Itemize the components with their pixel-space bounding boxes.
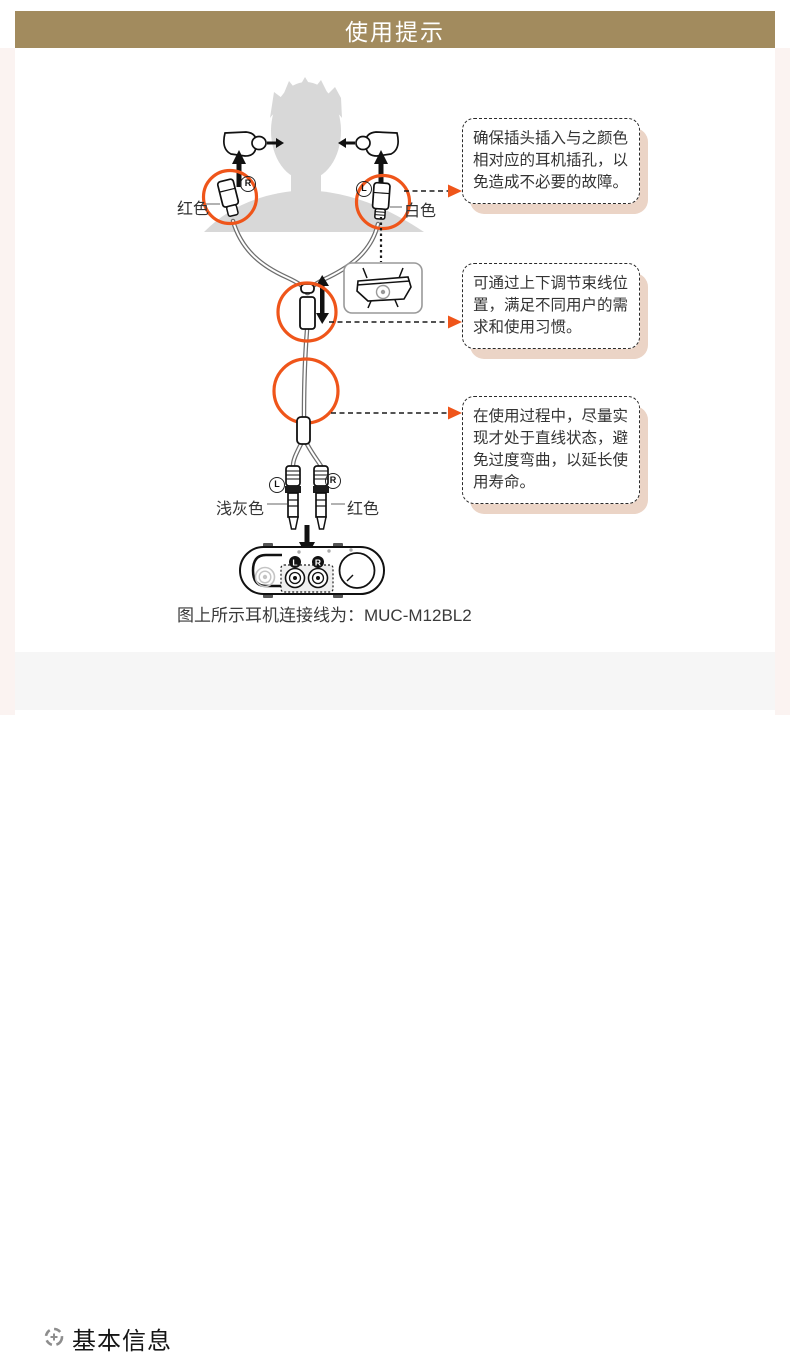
usage-tips-banner-title: 使用提示: [345, 18, 445, 45]
callout-text: 可通过上下调节束线位 置，满足不同用户的需 求和使用习惯。: [462, 263, 640, 349]
callout2-arrow: [329, 315, 462, 329]
label-lightgray-bottom: 浅灰色: [216, 501, 265, 518]
slider-updown-arrow: [316, 275, 329, 324]
cable-slider: [299, 283, 316, 330]
bottom-left-plug-gray: [285, 465, 301, 530]
user-head-silhouette: [204, 77, 424, 232]
channel-l-top: L: [356, 181, 372, 197]
cable-y-section: [230, 218, 381, 469]
callout1-arrow: [404, 184, 462, 198]
callout-plug-color-note: 确保插头插入与之颜色 相对应的耳机插孔，以 免造成不必要的故障。: [462, 118, 648, 214]
device-jack-right-label: R: [315, 558, 321, 568]
left-up-arrow: [232, 150, 246, 187]
channel-r-top: R: [240, 176, 256, 192]
device-jack-left-badge: [289, 556, 301, 568]
headphone-cable-diagram: L R: [201, 77, 462, 598]
highlight-circle-slider: [276, 281, 338, 343]
highlight-circle-right-plug: [354, 173, 412, 231]
diagram-caption: 图上所示耳机连接线为：MUC-M12BL2: [177, 606, 472, 625]
callout-text: 在使用过程中，尽量实 现才处于直线状态，避 免过度弯曲，以延长使 用寿命。: [462, 396, 640, 504]
left-earbud: [223, 131, 267, 157]
device-jack-right-badge: [312, 556, 324, 568]
cable-sleeve: [296, 416, 311, 445]
basic-info-title: 基本信息: [72, 1328, 172, 1355]
top-right-plug-white: [371, 181, 391, 220]
callout-slider-note: 可通过上下调节束线位 置，满足不同用户的需 求和使用习惯。: [462, 263, 648, 359]
callout-text: 确保插头插入与之颜色 相对应的耳机插孔，以 免造成不必要的故障。: [462, 118, 640, 204]
page-margin-right: [775, 48, 790, 715]
top-left-plug-red: [216, 178, 240, 217]
left-earbud-insert-arrow: [267, 138, 284, 148]
label-red-bottom: 红色: [347, 501, 380, 518]
channel-l-bottom: L: [269, 477, 285, 493]
label-white-top: 白色: [404, 203, 437, 220]
plug-detail-inset: [343, 262, 423, 314]
label-red-top: 红色: [177, 201, 210, 218]
audio-device: L R: [239, 543, 385, 598]
usage-tips-banner: 使用提示: [15, 11, 775, 48]
bottom-right-plug-red: [313, 465, 329, 530]
channel-r-bottom: R: [325, 473, 341, 489]
basic-info-section-header: 基本信息: [15, 652, 775, 1355]
page-margin-left: [0, 48, 15, 715]
callout-cable-care-note: 在使用过程中，尽量实 现才处于直线状态，避 免过度弯曲，以延长使 用寿命。: [462, 396, 648, 514]
device-volume-knob: [338, 552, 376, 589]
highlight-circle-left-plug: [201, 168, 259, 226]
right-earbud-insert-arrow: [338, 138, 355, 148]
device-jack-left-label: L: [292, 558, 297, 568]
target-icon: [44, 1327, 64, 1347]
right-earbud: [355, 131, 399, 157]
callout3-arrow: [331, 406, 462, 420]
